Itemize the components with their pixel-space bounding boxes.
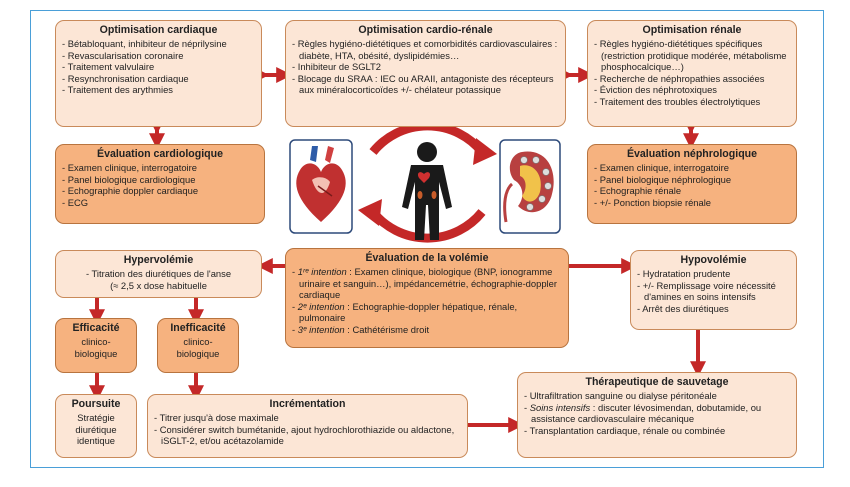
hypovolemie-title: Hypovolémie — [680, 254, 747, 266]
list-item: Panel biologique cardiologique — [62, 174, 258, 186]
list-item: +/- Ponction biopsie rénale — [594, 197, 790, 209]
evaluation-nephrologique-title: Évaluation néphrologique — [626, 148, 758, 160]
list-item: Arrêt des diurétiques — [637, 303, 790, 315]
list-item: Bétabloquant, inhibiteur de néprilysine — [62, 38, 255, 50]
optimisation-cardiaque-title: Optimisation cardiaque — [99, 24, 218, 36]
efficacite-sub: clinico-biologique — [74, 336, 118, 359]
soins-intensifs-label: Soins intensifs — [529, 401, 591, 413]
intention-label: 2ᵉ intention — [297, 300, 345, 312]
list-item: Traitement des arythmies — [62, 84, 255, 96]
list-item: Hydratation prudente — [637, 268, 790, 280]
inefficacite-title: Inefficacité — [170, 322, 226, 334]
list-item: Recherche de néphropathies associées — [594, 73, 790, 85]
poursuite-box: Poursuite Stratégie diurétique identique — [55, 394, 137, 458]
list-item: Règles hygiéno-diététiques spécifiques (… — [594, 38, 790, 73]
hypovolemie-box: Hypovolémie Hydratation prudente +/- Rem… — [630, 250, 797, 330]
optimisation-cardio-renale-title: Optimisation cardio-rénale — [358, 24, 493, 36]
list-item: Traitement des troubles électrolytiques — [594, 96, 790, 108]
hypervolemie-item: Titration des diurétiques de l'anse — [91, 268, 232, 279]
optimisation-cardiaque-box: Optimisation cardiaque Bétabloquant, inh… — [55, 20, 262, 127]
list-item: Considérer switch bumétanide, ajout hydr… — [154, 424, 461, 447]
incrementation-title: Incrémentation — [269, 398, 346, 410]
list-item: Titrer jusqu'à dose maximale — [154, 412, 461, 424]
inefficacite-box: Inefficacité clinico-biologique — [157, 318, 239, 373]
list-item: 2ᵉ intention : Echographie-doppler hépat… — [292, 301, 562, 324]
list-item: Transplantation cardiaque, rénale ou com… — [524, 425, 790, 437]
soins-intensifs-text: : discuter lévosimendan, dobutamide, ou … — [531, 401, 762, 425]
list-item: Inhibiteur de SGLT2 — [292, 61, 559, 73]
list-item: 1ʳᵉ intention : Examen clinique, biologi… — [292, 266, 562, 301]
diagram-frame — [30, 10, 824, 468]
therapeutique-sauvetage-title: Thérapeutique de sauvetage — [585, 376, 729, 388]
hypervolemie-item-dose: (≈ 2,5 x dose habituelle — [110, 279, 207, 291]
hypervolemie-text: - Titration des diurétiques de l'anse(≈ … — [85, 268, 232, 291]
list-item: Éviction des néphrotoxiques — [594, 84, 790, 96]
list-item: Traitement valvulaire — [62, 61, 255, 73]
list-item: Examen clinique, interrogatoire — [594, 162, 790, 174]
list-item: ECG — [62, 197, 258, 209]
list-item: 3ᵉ intention : Cathétérisme droit — [292, 324, 562, 336]
hypervolemie-box: Hypervolémie - Titration des diurétiques… — [55, 250, 262, 298]
therapeutique-sauvetage-box: Thérapeutique de sauvetage Ultrafiltrati… — [517, 372, 797, 458]
evaluation-cardiologique-box: Évaluation cardiologique Examen clinique… — [55, 144, 265, 224]
intention-text: : Cathétérisme droit — [344, 323, 430, 335]
poursuite-title: Poursuite — [71, 398, 121, 410]
poursuite-sub: Stratégie diurétique identique — [75, 412, 117, 447]
list-item: Echographie rénale — [594, 185, 790, 197]
list-item: Examen clinique, interrogatoire — [62, 162, 258, 174]
list-item: Ultrafiltration sanguine ou dialyse péri… — [524, 390, 790, 402]
intention-text: : Echographie-doppler hépatique, rénale,… — [299, 300, 518, 324]
inefficacite-sub: clinico-biologique — [176, 336, 220, 359]
list-item: +/- Remplissage voire nécessité d'amines… — [637, 280, 790, 303]
list-item: Règles hygiéno-diététiques et comorbidit… — [292, 38, 559, 61]
list-item: Blocage du SRAA : IEC ou ARAII, antagoni… — [292, 73, 559, 96]
list-item: Panel biologique néphrologique — [594, 174, 790, 186]
intention-label: 3ᵉ intention — [297, 323, 345, 335]
list-item: Soins intensifs : discuter lévosimendan,… — [524, 402, 790, 425]
optimisation-renale-title: Optimisation rénale — [642, 24, 742, 36]
efficacite-title: Efficacité — [72, 322, 120, 334]
optimisation-renale-box: Optimisation rénale Règles hygiéno-diété… — [587, 20, 797, 127]
optimisation-cardio-renale-box: Optimisation cardio-rénale Règles hygién… — [285, 20, 566, 127]
efficacite-box: Efficacité clinico-biologique — [55, 318, 137, 373]
evaluation-volemie-box: Évaluation de la volémie 1ʳᵉ intention :… — [285, 248, 569, 348]
hypervolemie-title: Hypervolémie — [123, 254, 194, 266]
evaluation-nephrologique-box: Évaluation néphrologique Examen clinique… — [587, 144, 797, 224]
list-item: Revascularisation coronaire — [62, 50, 255, 62]
intention-text: : Examen clinique, biologique (BNP, iono… — [299, 266, 557, 301]
evaluation-volemie-title: Évaluation de la volémie — [365, 252, 489, 264]
incrementation-box: Incrémentation Titrer jusqu'à dose maxim… — [147, 394, 468, 458]
list-item: Echographie doppler cardiaque — [62, 185, 258, 197]
intention-label: 1ʳᵉ intention — [297, 266, 347, 277]
list-item: Resynchronisation cardiaque — [62, 73, 255, 85]
evaluation-cardiologique-title: Évaluation cardiologique — [97, 148, 223, 160]
